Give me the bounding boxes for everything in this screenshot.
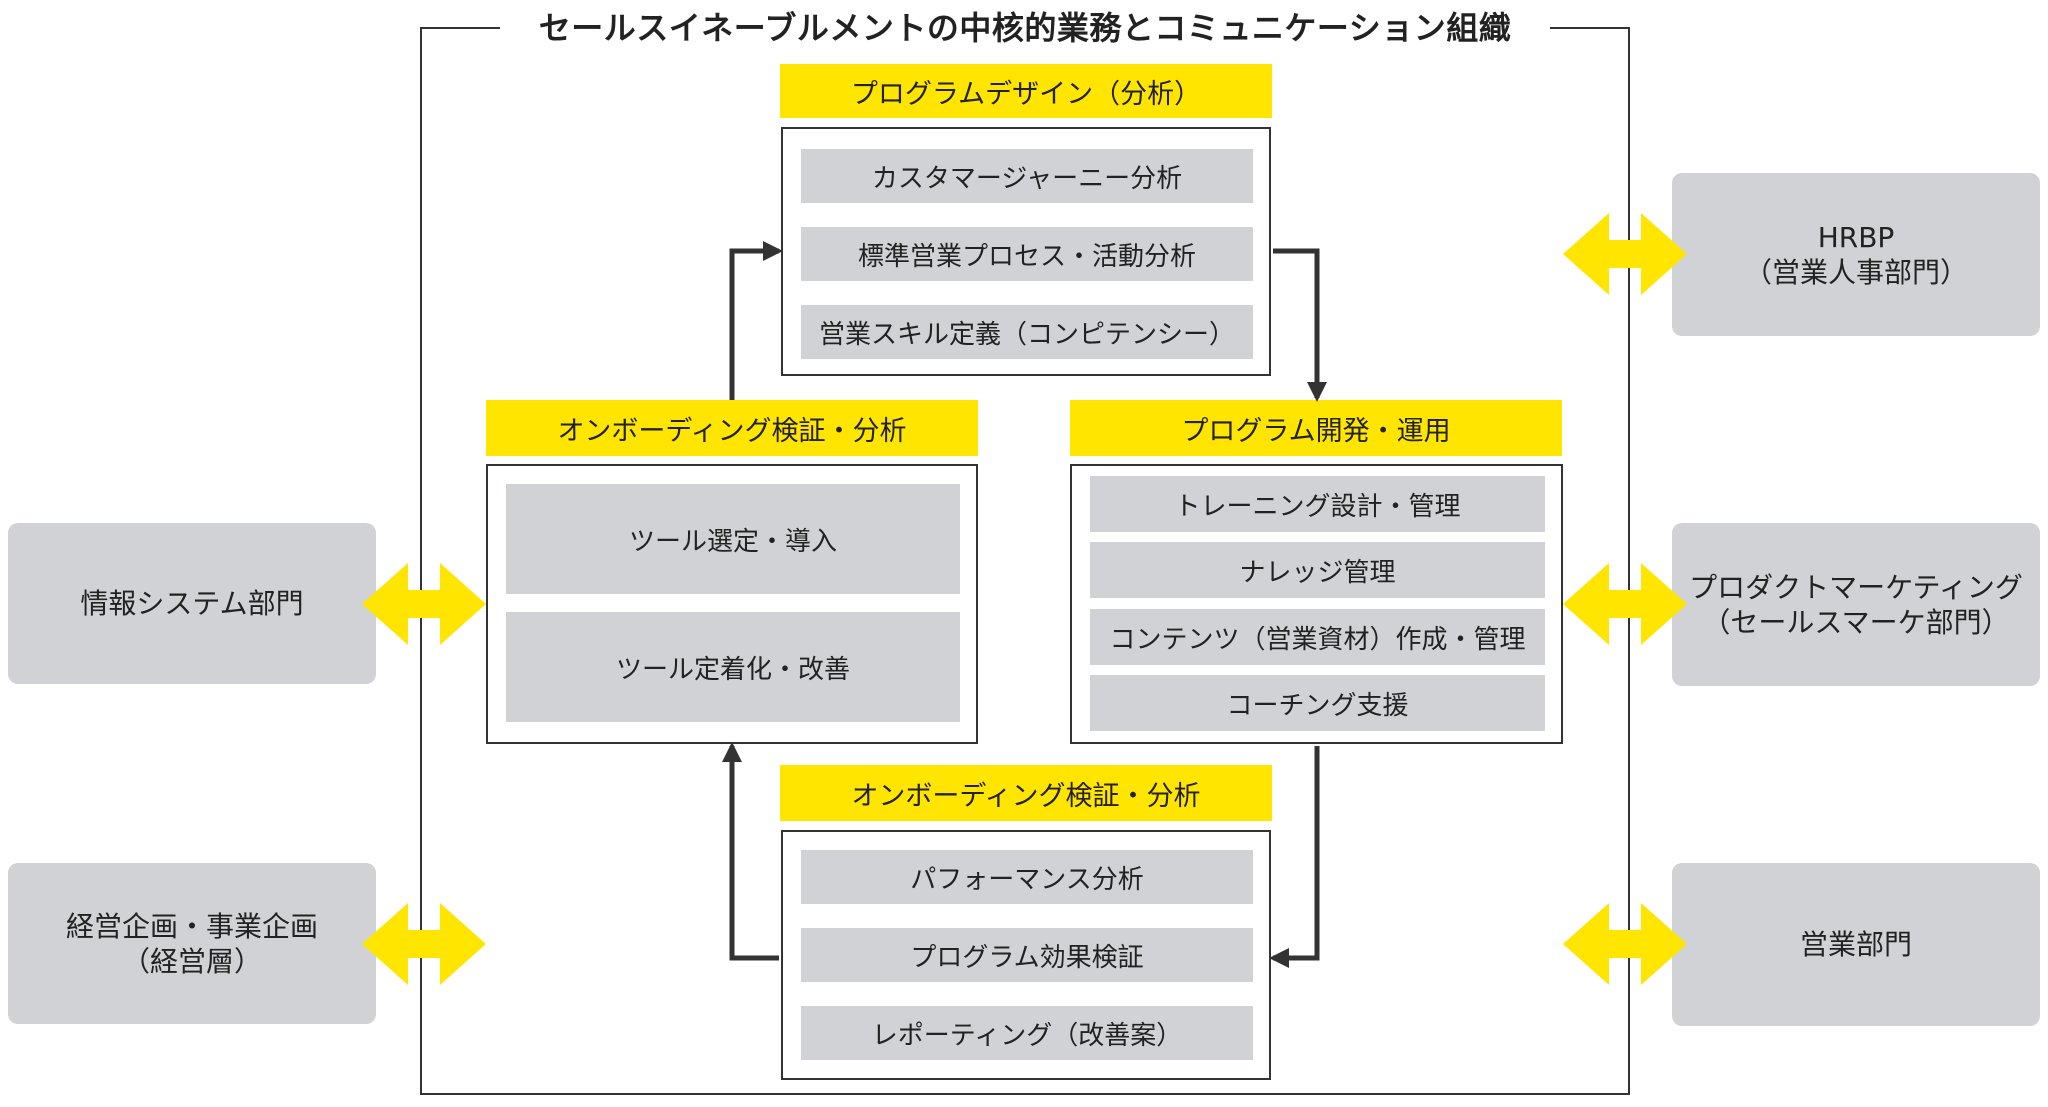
development-item: コーチング支援: [1090, 675, 1545, 731]
design-item: カスタマージャーニー分析: [801, 149, 1253, 203]
development-label: プログラム開発・運用: [1070, 400, 1562, 456]
onboarding-label: オンボーディング検証・分析: [486, 400, 978, 456]
double-arrow-it: [362, 563, 486, 645]
flow-arrow-onboarding-to-design: [729, 241, 783, 400]
onboarding-panel: ツール選定・導入 ツール定着化・改善: [486, 464, 978, 744]
right-org-sales: 営業部門: [1672, 863, 2040, 1026]
flow-arrow-development-to-verification: [1269, 746, 1320, 968]
left-org-corporate-planning: 経営企画・事業企画 （経営層）: [8, 863, 376, 1024]
right-org-sublabel: （セールスマーケ部門）: [1702, 605, 2010, 639]
right-org-product-marketing: プロダクトマーケティング （セールスマーケ部門）: [1672, 523, 2040, 686]
onboarding-item: ツール定着化・改善: [506, 612, 960, 722]
double-arrow-corporate-planning: [362, 903, 486, 985]
program-design-label: プログラムデザイン（分析）: [780, 64, 1272, 118]
right-org-label: HRBP: [1817, 220, 1895, 254]
diagram-title: セールスイネーブルメントの中核的業務とコミュニケーション組織: [500, 2, 1550, 54]
development-item: コンテンツ（営業資材）作成・管理: [1090, 609, 1545, 665]
verification-panel: パフォーマンス分析 プログラム効果検証 レポーティング（改善案）: [781, 830, 1271, 1080]
verification-item: レポーティング（改善案）: [801, 1006, 1253, 1060]
verification-item: プログラム効果検証: [801, 928, 1253, 982]
left-org-label: 経営企画・事業企画: [65, 909, 318, 943]
right-org-label: 営業部門: [1799, 928, 1912, 961]
development-item: トレーニング設計・管理: [1090, 476, 1545, 532]
double-arrow-product-marketing: [1563, 563, 1687, 645]
verification-label: オンボーディング検証・分析: [780, 765, 1272, 821]
left-org-label: 情報システム部門: [80, 587, 304, 620]
design-item: 営業スキル定義（コンピテンシー）: [801, 305, 1253, 359]
onboarding-item: ツール選定・導入: [506, 484, 960, 594]
right-org-sublabel: （営業人事部門）: [1743, 255, 1968, 289]
left-org-it: 情報システム部門: [8, 523, 376, 684]
double-arrow-hrbp: [1563, 213, 1687, 295]
flow-arrow-design-to-development: [1273, 248, 1327, 402]
development-panel: トレーニング設計・管理 ナレッジ管理 コンテンツ（営業資材）作成・管理 コーチン…: [1070, 464, 1563, 744]
right-org-hrbp: HRBP （営業人事部門）: [1672, 173, 2040, 336]
program-design-panel: カスタマージャーニー分析 標準営業プロセス・活動分析 営業スキル定義（コンピテン…: [781, 127, 1271, 376]
left-org-sublabel: （経営層）: [121, 944, 262, 978]
flow-arrow-verification-to-onboarding: [722, 742, 779, 961]
verification-item: パフォーマンス分析: [801, 850, 1253, 904]
double-arrow-sales: [1563, 903, 1687, 985]
right-org-label: プロダクトマーケティング: [1689, 570, 2023, 604]
design-item: 標準営業プロセス・活動分析: [801, 227, 1253, 281]
development-item: ナレッジ管理: [1090, 542, 1545, 598]
